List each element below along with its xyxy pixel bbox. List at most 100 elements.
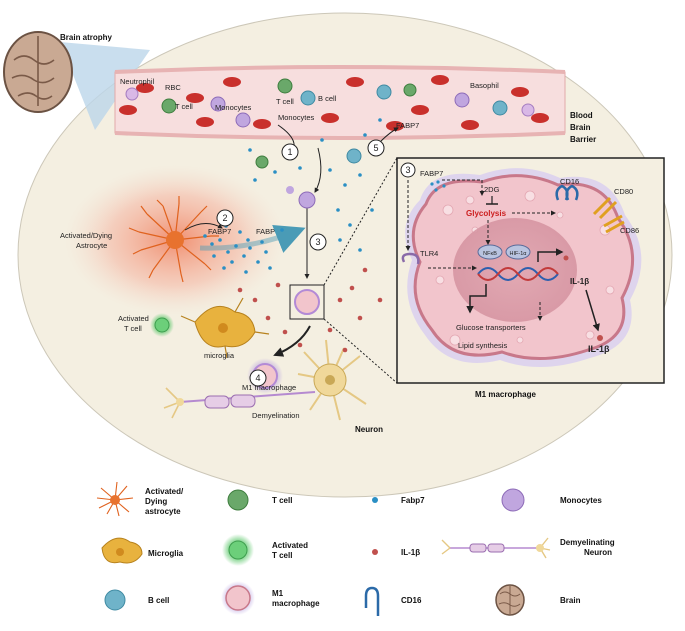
inset-il1b-outer: IL-1β — [588, 344, 610, 354]
inset-step-3: 3 — [400, 162, 416, 178]
fabp7-dot — [234, 244, 238, 248]
fabp7-dot — [242, 254, 246, 258]
basophil-label: Basophil — [470, 81, 499, 90]
tcell-vessel-label: T cell — [175, 102, 193, 111]
inset-il1b-inner: IL-1β — [570, 277, 589, 286]
step-3: 3 — [309, 233, 327, 251]
inset-caption: M1 macrophage — [475, 390, 536, 399]
microglia-label: microglia — [204, 351, 235, 360]
fabp7-dot — [358, 248, 362, 252]
macrophage-zoom-box — [289, 284, 325, 320]
svg-text:NFκB: NFκB — [483, 251, 497, 257]
red-blood-cells — [119, 75, 549, 131]
inset-cd80-label: CD80 — [614, 187, 633, 196]
fabp7-dot — [264, 250, 268, 254]
neuron-cell — [297, 339, 367, 421]
fabp7-dot — [338, 238, 342, 242]
legend-il1b-icon — [372, 549, 378, 555]
inset-cd16-label: CD16 — [560, 177, 579, 186]
fabp7-dot — [280, 228, 284, 232]
to-m1-arrow — [273, 325, 311, 357]
fabp7-dot — [218, 238, 222, 242]
legend-astrocyte-icon — [96, 481, 134, 517]
inset-fabp7-label: FABP7 — [420, 169, 443, 178]
il1b-dot — [377, 297, 383, 303]
inset-glucose-label: Glucose transporters — [456, 323, 526, 332]
il1b-dot — [275, 282, 281, 288]
nfkb-badge: NFκB — [477, 244, 503, 260]
brain-atrophy-icon — [3, 31, 150, 130]
bbb-label-line2: Brain — [570, 123, 591, 132]
fabp7-dot — [328, 168, 332, 172]
il1b-dot — [357, 315, 363, 321]
dna-strand-2 — [477, 267, 559, 281]
fabp7-dot — [343, 183, 347, 187]
il1b-dot — [342, 347, 348, 353]
step-1: 1 — [281, 143, 299, 161]
fabp7-out-arrow — [379, 127, 399, 143]
m1-label: M1 macrophage — [242, 383, 296, 392]
fabp7-astro-label: FABP7 — [208, 227, 231, 236]
legend-fabp7-label: Fabp7 — [401, 496, 425, 505]
fabp7-dot — [378, 118, 382, 122]
gene-to-glucose-arrow — [466, 284, 487, 314]
inset-tlr4-label: TLR4 — [420, 249, 438, 258]
legend-demyel-l1: Demyelinating — [560, 538, 615, 547]
legend-m1-l2: macrophage — [272, 599, 320, 608]
astrocyte-cell — [128, 196, 219, 283]
neuron-label: Neuron — [355, 425, 383, 434]
gene-to-il1b-arrow — [537, 248, 564, 262]
il1b-dot — [349, 285, 355, 291]
legend-demyel-l2: Neuron — [584, 548, 612, 557]
legend-monocytes-icon — [501, 488, 525, 512]
legend-monocytes-label: Monocytes — [560, 496, 602, 505]
legend-bcell-label: B cell — [148, 596, 169, 605]
fabp7-dot — [222, 266, 226, 270]
fabp7-to-glycolysis-arrow — [442, 179, 485, 196]
inset-cd86-label: CD86 — [620, 226, 639, 235]
svg-text:HIF-1α: HIF-1α — [510, 251, 528, 257]
il1b-inner-dot — [563, 255, 569, 261]
fabp7-dot — [226, 250, 230, 254]
bbb-label-line3: Barrier — [570, 135, 596, 144]
fabp7-dot — [238, 230, 242, 234]
cd86-receptor — [603, 214, 625, 234]
astrocyte-release-arrow — [184, 223, 223, 231]
hif-badge: HIF-1α — [505, 244, 531, 260]
astrocyte-body — [166, 231, 184, 249]
legend-brain-icon — [495, 584, 525, 616]
cd16-receptor — [555, 184, 579, 201]
astrocyte-label-2: Astrocyte — [76, 241, 107, 250]
il1b-outer-dot — [597, 335, 603, 341]
legend-microglia-label: Microglia — [148, 549, 184, 558]
legend-activated-tcell-icon — [222, 534, 254, 566]
fabp7-dot — [273, 170, 277, 174]
step-5: 5 — [367, 139, 385, 157]
inset-2dg-label: 2DG — [484, 185, 500, 194]
il1b-secretion-arrow — [585, 289, 600, 332]
legend-cd16-icon — [364, 586, 380, 616]
legend-activated-tcell-l1: Activated — [272, 541, 308, 550]
step-2: 2 — [216, 209, 234, 227]
fabp7-dot — [336, 208, 340, 212]
legend-fabp7-icon — [372, 497, 378, 503]
vessel-cells — [125, 78, 535, 128]
legend-microglia-icon — [101, 537, 143, 564]
il1b-dot — [362, 267, 368, 273]
legend-brain-label: Brain — [560, 596, 581, 605]
legend-astrocyte-l1: Activated/ — [145, 487, 184, 496]
svg-text:1: 1 — [287, 147, 292, 157]
macrophage-tissue — [294, 289, 320, 315]
zoom-line-bottom — [323, 318, 398, 384]
fabp7-dot — [210, 242, 214, 246]
il1b-dot — [337, 297, 343, 303]
svg-text:5: 5 — [373, 143, 378, 153]
fabp7-dots — [203, 118, 382, 274]
il1b-dot — [282, 329, 288, 335]
activated-tcell-label-1: Activated — [118, 314, 149, 323]
cd80-receptor — [592, 196, 618, 220]
bbb-endothelium-bottom — [114, 131, 566, 140]
monocytes-arrow-label: Monocytes — [278, 113, 315, 122]
demyelinated-axon — [163, 387, 316, 419]
monocytes-vessel-label: Monocytes — [215, 103, 252, 112]
